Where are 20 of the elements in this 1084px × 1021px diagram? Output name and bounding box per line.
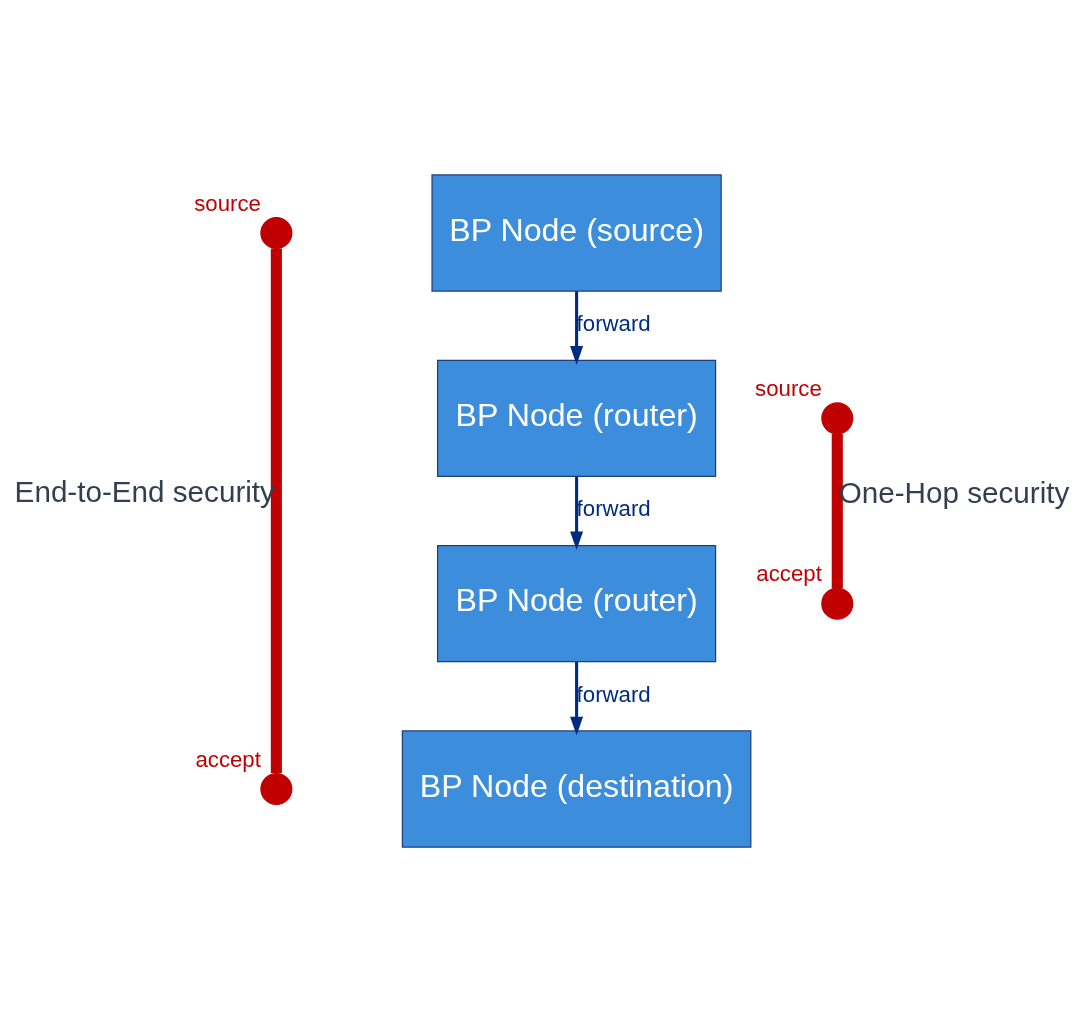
- node-label: accept: [195, 746, 261, 772]
- node-circle: [260, 216, 293, 249]
- node-circle: [821, 401, 854, 434]
- arrow: [570, 475, 584, 550]
- connector: [831, 433, 843, 588]
- node-label: source: [194, 190, 261, 216]
- node-box: BP Node (router): [437, 359, 717, 477]
- node-circle: [260, 772, 293, 805]
- edge-label: forward: [576, 310, 651, 336]
- edge-label: forward: [576, 681, 651, 707]
- arrow: [570, 661, 584, 735]
- node-box: BP Node (source): [431, 173, 722, 292]
- node-box: BP Node (router): [437, 544, 717, 662]
- node-circle: [821, 587, 854, 620]
- arrow: [570, 290, 584, 365]
- node-label: source: [755, 375, 822, 401]
- edge-label: forward: [576, 495, 651, 521]
- connector: [270, 248, 282, 773]
- node-box: BP Node (destination): [401, 729, 752, 848]
- node-label: accept: [756, 560, 822, 586]
